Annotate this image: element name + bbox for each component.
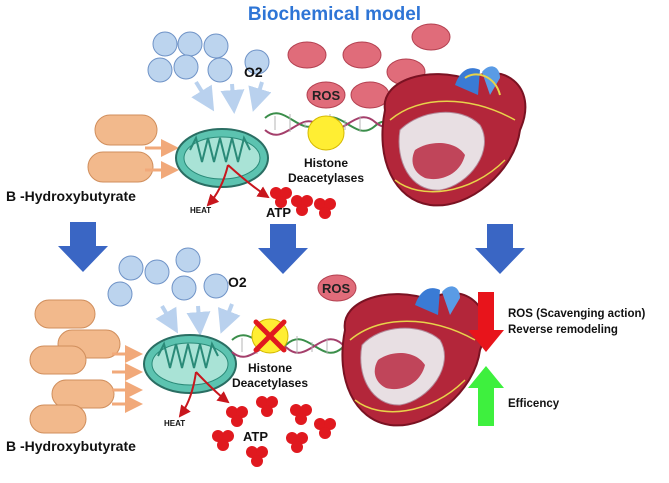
mitochondria-icon-top — [175, 128, 269, 188]
ros-scavenging-label: ROS (Scavenging action) — [508, 308, 646, 320]
atp-label-top: ATP — [266, 205, 292, 220]
transition-arrows — [58, 222, 525, 274]
histone-line2-bottom: Deacetylases — [231, 376, 309, 390]
ketone-bodies-top — [87, 114, 158, 183]
histone-label-top: Histone Deacetylases — [286, 156, 366, 186]
substrate-label-bottom: B -Hydroxybutyrate — [6, 438, 136, 454]
output-arrows-top — [206, 164, 270, 207]
ros-label-bottom: ROS — [322, 281, 351, 296]
diagram-title: Biochemical model — [247, 4, 422, 25]
ros-bubbles-bottom — [317, 274, 357, 302]
heat-label-bottom: HEAT — [164, 419, 186, 428]
inhibition-cross-icon — [253, 319, 287, 353]
oxygen-label-bottom: O2 — [228, 274, 247, 290]
oxygen-bubbles-top — [147, 31, 270, 83]
mitochondria-icon-bottom — [143, 334, 237, 394]
histone-label-bottom: Histone Deacetylases — [230, 361, 310, 391]
oxygen-label-top: O2 — [244, 64, 263, 80]
histone-enzyme-top — [307, 115, 345, 151]
histone-line2-top: Deacetylases — [287, 171, 365, 185]
atp-molecules-bottom — [212, 396, 336, 467]
ros-label-top: ROS — [312, 88, 341, 103]
heat-label-top: HEAT — [190, 206, 212, 215]
heart-icon-top — [381, 66, 527, 207]
reverse-remodeling-label: Reverse remodeling — [508, 324, 618, 336]
oxygen-arrows-top — [191, 80, 272, 114]
ketone-arrows-bottom — [112, 345, 143, 413]
heart-icon-bottom — [341, 286, 487, 427]
histone-line1-top: Histone — [303, 156, 348, 170]
atp-molecules-top — [270, 187, 336, 219]
ketone-arrows-top — [145, 139, 179, 179]
efficiency-label: Efficency — [508, 398, 560, 410]
output-arrows-bottom — [178, 371, 230, 418]
ketone-bodies-bottom — [29, 299, 121, 434]
oxygen-arrows-bottom — [155, 303, 241, 336]
decrease-arrow — [468, 292, 504, 352]
substrate-label-top: B -Hydroxybutyrate — [6, 188, 136, 204]
ros-bubbles-top — [287, 23, 451, 109]
increase-arrow — [468, 366, 504, 426]
histone-line1-bottom: Histone — [247, 361, 292, 375]
oxygen-bubbles-bottom — [107, 247, 229, 307]
atp-label-bottom: ATP — [243, 429, 269, 444]
